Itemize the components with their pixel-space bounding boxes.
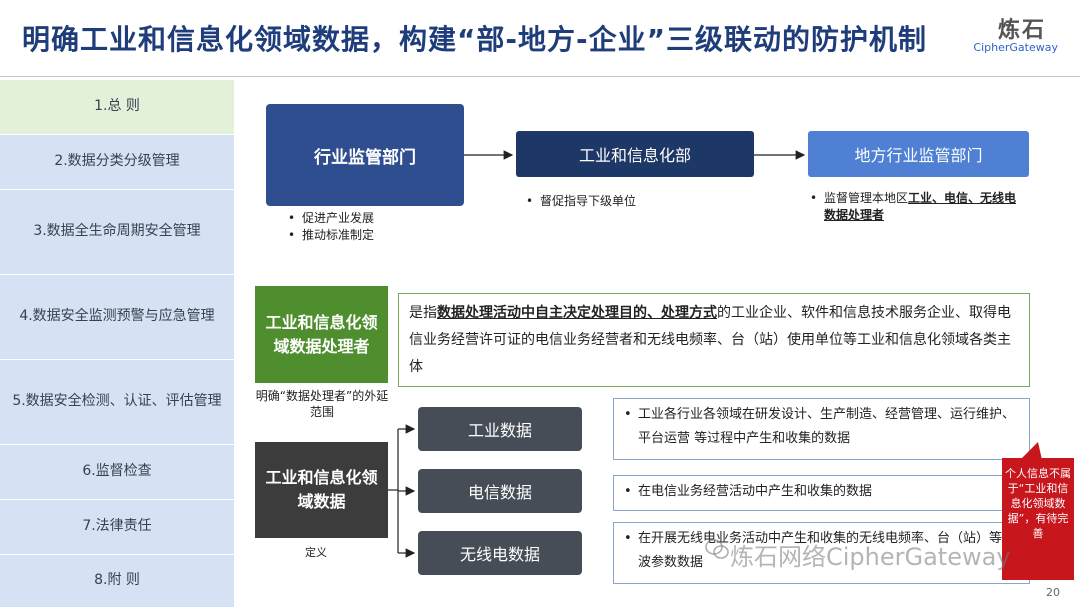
description-text: 在电信业务经营活动中产生和收集的数据 bbox=[638, 484, 873, 499]
telecom-data-box: 电信数据 bbox=[418, 469, 582, 513]
miit-bullets: •督促指导下级单位 bbox=[526, 194, 637, 208]
sidebar-item-monitoring[interactable]: 4.数据安全监测预警与应急管理 bbox=[0, 275, 234, 360]
sidebar-item-supervision[interactable]: 6.监督检查 bbox=[0, 445, 234, 500]
industry-regulator-box: 行业监管部门 bbox=[266, 104, 464, 206]
brand-logo: 炼石 CipherGateway bbox=[968, 12, 1058, 60]
radio-data-description: •在开展无线电业务活动中产生和收集的无线电频率、台（站）等电波参数数据 bbox=[613, 522, 1030, 584]
definition-suffix: 的工业企业、软件和信息技术服务企业、取得电信业务经营许可证的电信业务经营者和无线… bbox=[409, 305, 1011, 375]
industry-regulator-bullets: •促进产业发展 •推动标准制定 bbox=[288, 211, 375, 242]
logo-english-text: CipherGateway bbox=[973, 41, 1058, 54]
sidebar-item-legal[interactable]: 7.法律责任 bbox=[0, 500, 234, 555]
sidebar-nav: 1.总 则 2.数据分类分级管理 3.数据全生命周期安全管理 4.数据安全监测预… bbox=[0, 80, 234, 608]
local-regulator-bullets: •监督管理本地区工业、电信、无线电数据处理者 bbox=[810, 190, 1020, 224]
sidebar-item-classification[interactable]: 2.数据分类分级管理 bbox=[0, 135, 234, 190]
callout-pointer bbox=[1020, 442, 1042, 460]
data-processor-caption: 明确“数据处理者”的外延范围 bbox=[255, 389, 389, 419]
local-bullet-prefix: 监督管理本地区 bbox=[824, 191, 909, 205]
telecom-data-description: •在电信业务经营活动中产生和收集的数据 bbox=[613, 475, 1030, 511]
definition-caption: 定义 bbox=[305, 546, 327, 559]
local-bullet-bold: 工业、电信、无线电数据处理者 bbox=[824, 191, 1017, 222]
processor-definition: 是指数据处理活动中自主决定处理目的、处理方式的工业企业、软件和信息技术服务企业、… bbox=[398, 293, 1030, 387]
definition-prefix: 是指 bbox=[409, 305, 437, 321]
sidebar-item-general[interactable]: 1.总 则 bbox=[0, 80, 234, 135]
data-processor-box: 工业和信息化领域数据处理者 bbox=[255, 286, 388, 383]
bullet-text: 促进产业发展 bbox=[302, 211, 375, 225]
watermark-text: 炼石网络CipherGateway bbox=[730, 543, 1011, 571]
definition-bold: 数据处理活动中自主决定处理目的、处理方式 bbox=[437, 305, 717, 321]
radio-data-box: 无线电数据 bbox=[418, 531, 582, 575]
logo-chinese-text: 炼石 bbox=[997, 18, 1046, 43]
page-number: 20 bbox=[1046, 586, 1060, 599]
bullet-text: 督促指导下级单位 bbox=[540, 194, 637, 208]
wechat-icon bbox=[705, 539, 729, 559]
description-text: 在开展无线电业务活动中产生和收集的无线电频率、台（站）等电波参数数据 bbox=[638, 531, 1016, 570]
page-title: 明确工业和信息化领域数据，构建“部-地方-企业”三级联动的防护机制 bbox=[22, 23, 928, 56]
sidebar-item-assessment[interactable]: 5.数据安全检测、认证、评估管理 bbox=[0, 360, 234, 445]
bullet-text: 推动标准制定 bbox=[302, 228, 375, 242]
title-divider bbox=[0, 76, 1080, 77]
domain-data-box: 工业和信息化领域数据 bbox=[255, 442, 388, 538]
local-regulator-box: 地方行业监管部门 bbox=[808, 131, 1029, 177]
bullet-text: 监督管理本地区工业、电信、无线电数据处理者 bbox=[824, 190, 1020, 224]
personal-info-callout: 个人信息不属于“工业和信息化领域数据”，有待完善 bbox=[1002, 458, 1074, 580]
industrial-data-box: 工业数据 bbox=[418, 407, 582, 451]
sidebar-item-lifecycle[interactable]: 3.数据全生命周期安全管理 bbox=[0, 190, 234, 275]
description-text: 工业各行业各领域在研发设计、生产制造、经营管理、运行维护、平台运营 等过程中产生… bbox=[638, 407, 1016, 446]
industrial-data-description: •工业各行业各领域在研发设计、生产制造、经营管理、运行维护、平台运营 等过程中产… bbox=[613, 398, 1030, 460]
miit-box: 工业和信息化部 bbox=[516, 131, 754, 177]
